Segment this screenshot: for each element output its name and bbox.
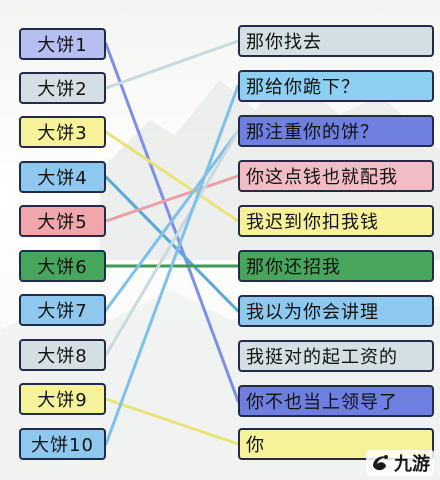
left-card-8[interactable]: 大饼8 — [19, 339, 106, 371]
left-card-3[interactable]: 大饼3 — [19, 116, 106, 148]
left-card-1[interactable]: 大饼1 — [19, 28, 106, 60]
connection-line-10 — [104, 84, 240, 446]
right-card-9[interactable]: 你不也当上领导了 — [238, 385, 434, 417]
right-card-5[interactable]: 我迟到你扣我钱 — [238, 205, 434, 237]
left-card-10[interactable]: 大饼10 — [19, 428, 106, 460]
connection-line-8 — [104, 129, 240, 357]
right-card-1[interactable]: 那你找去 — [238, 25, 434, 57]
right-card-3[interactable]: 那注重你的饼？ — [238, 115, 434, 147]
right-card-6[interactable]: 那你还招我 — [238, 250, 434, 282]
left-card-2[interactable]: 大饼2 — [19, 72, 106, 104]
right-card-8[interactable]: 我挺对的起工资的 — [238, 340, 434, 372]
connection-line-9 — [104, 397, 240, 446]
right-card-7[interactable]: 我以为你会讲理 — [238, 295, 434, 327]
left-card-7[interactable]: 大饼7 — [19, 294, 106, 326]
connection-line-7 — [104, 129, 240, 312]
connection-line-5 — [104, 174, 240, 223]
right-card-2[interactable]: 那给你跪下？ — [238, 70, 434, 102]
connection-line-3 — [104, 130, 240, 223]
watermark: 九游 — [366, 450, 434, 476]
jiuyou-logo-icon — [373, 455, 388, 471]
left-card-4[interactable]: 大饼4 — [19, 161, 106, 193]
watermark-text: 九游 — [394, 454, 430, 475]
right-card-4[interactable]: 你这点钱也就配我 — [238, 160, 434, 192]
connection-line-2 — [104, 39, 240, 90]
left-card-6[interactable]: 大饼6 — [19, 250, 106, 282]
left-card-5[interactable]: 大饼5 — [19, 205, 106, 237]
left-card-9[interactable]: 大饼9 — [19, 383, 106, 415]
